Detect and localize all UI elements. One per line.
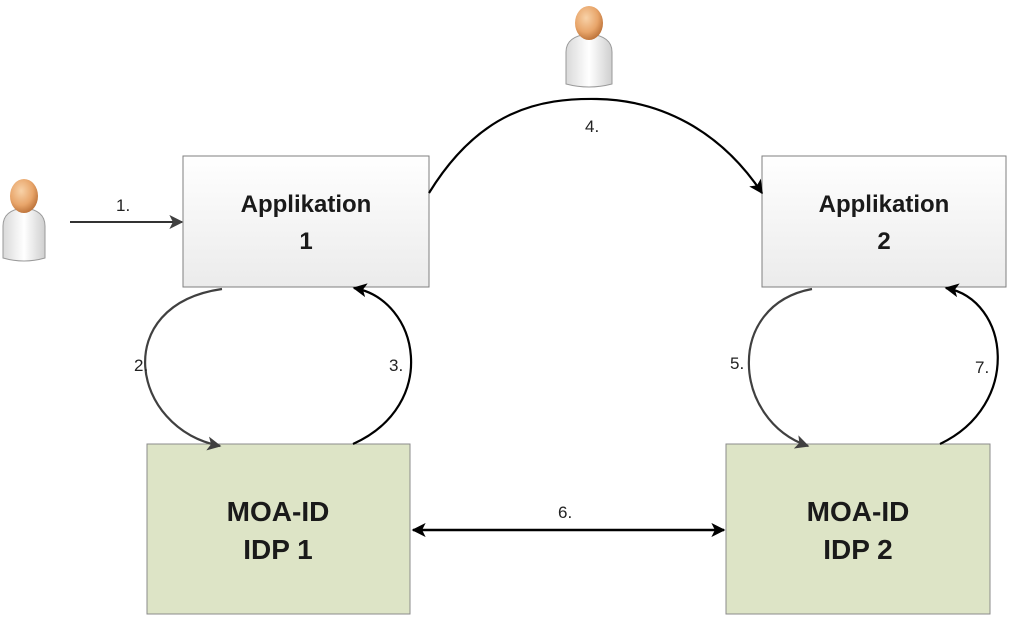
idp-1-subtitle: IDP 1	[243, 534, 313, 565]
user-icon-left	[2, 179, 46, 262]
arrow-step-7	[939, 283, 999, 445]
step-label-1: 1.	[116, 196, 130, 215]
arrow-step-4	[428, 97, 763, 195]
application-2-number: 2	[877, 228, 890, 255]
step-label-2: 2.	[134, 356, 148, 375]
step-label-5: 5.	[730, 354, 744, 373]
idp-2-node: MOA-ID IDP 2	[725, 443, 991, 615]
application-1-node: Applikation 1	[182, 155, 430, 288]
arrow-step-3	[352, 283, 413, 446]
arrow-step-5	[747, 287, 813, 449]
application-2-node: Applikation 2	[761, 155, 1007, 288]
application-1-title: Applikation	[241, 191, 372, 218]
step-label-3: 3.	[389, 356, 403, 375]
step-label-6: 6.	[558, 503, 572, 522]
user-icon-top	[565, 6, 613, 88]
step-label-7: 7.	[975, 358, 989, 377]
idp-1-title: MOA-ID	[227, 496, 330, 527]
arrow-step-2	[144, 287, 223, 451]
application-2-title: Applikation	[819, 191, 950, 218]
step-label-4: 4.	[585, 117, 599, 136]
idp-2-subtitle: IDP 2	[823, 534, 893, 565]
idp-2-title: MOA-ID	[807, 496, 910, 527]
application-1-number: 1	[299, 228, 312, 255]
idp-1-node: MOA-ID IDP 1	[146, 443, 411, 615]
